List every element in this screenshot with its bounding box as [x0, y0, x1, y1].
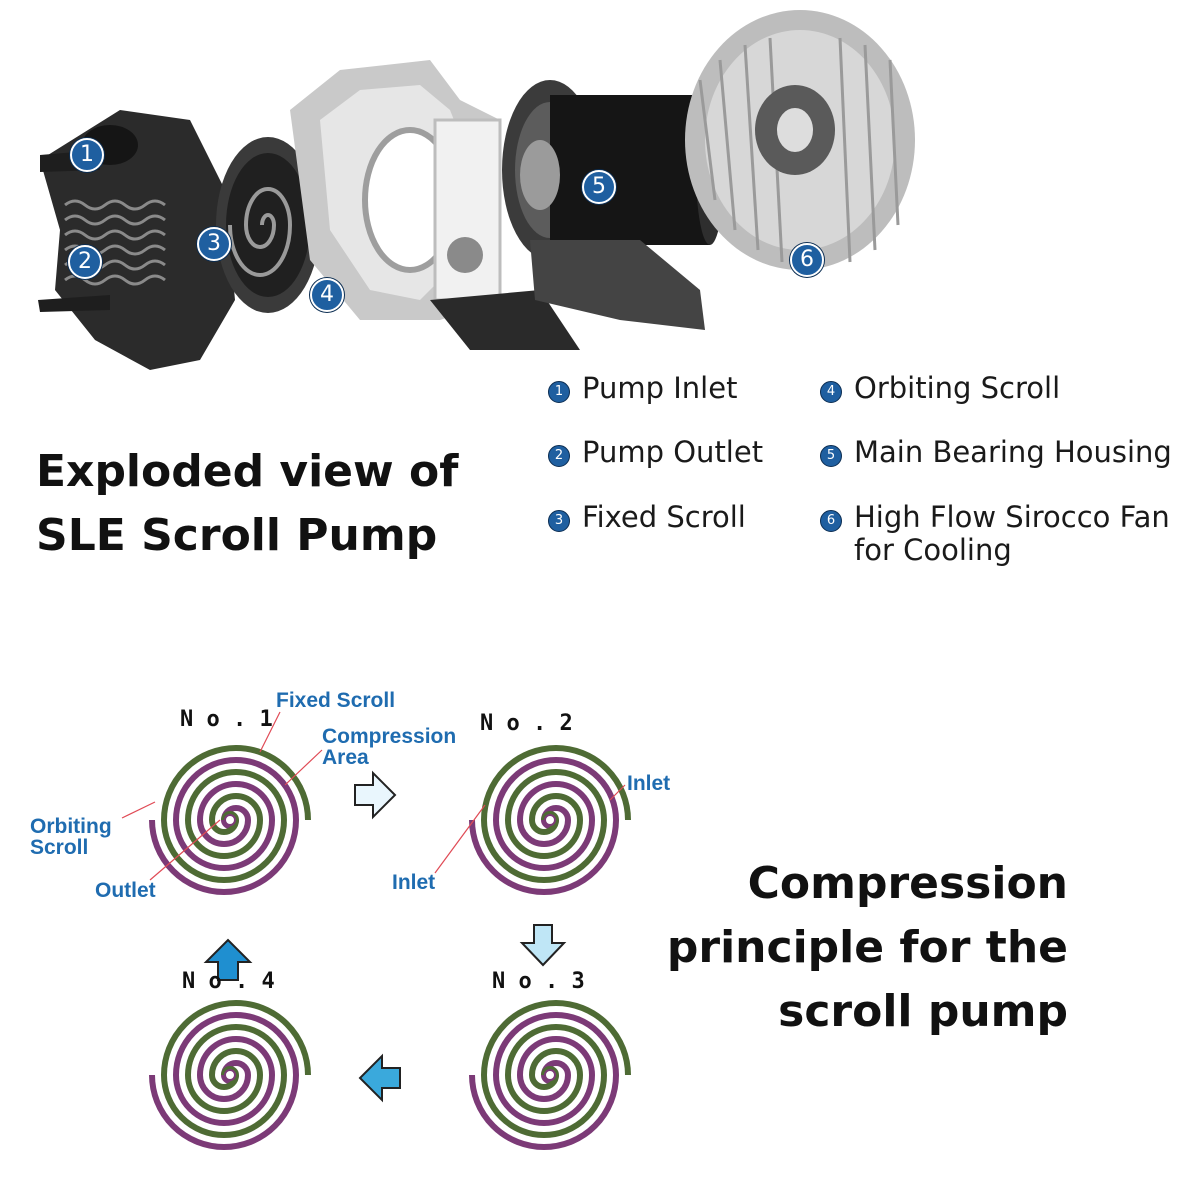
legend-label: Fixed Scroll	[582, 500, 746, 534]
legend-label: Pump Inlet	[582, 371, 738, 405]
legend-item-pump-outlet: 2 Pump Outlet	[548, 436, 763, 469]
compression-stages: N o . 1 N o . 2 N o . 3 N o . 4 Fixed Sc…	[30, 689, 670, 1175]
inlet-callout-left: Inlet	[392, 871, 435, 894]
legend-label: High Flow Sirocco Fan for Cooling	[854, 500, 1170, 567]
legend-label: Orbiting Scroll	[854, 371, 1061, 405]
marker-6: 6	[790, 243, 824, 277]
stage-1-label: N o . 1	[180, 707, 273, 732]
compression-principle-title: Compression principle for the scroll pum…	[666, 858, 1068, 1037]
stage-4-scroll	[152, 997, 308, 1153]
compression-diagram: N o . 1 N o . 2 N o . 3 N o . 4 Fixed Sc…	[30, 680, 690, 1175]
fixed-scroll-part	[216, 137, 320, 313]
marker-1: 1	[70, 138, 104, 172]
marker-2: 2	[68, 245, 102, 279]
inlet-callout-right: Inlet	[627, 772, 670, 795]
exploded-view-illustration: 1 2 3 4 5 6	[0, 0, 1200, 380]
outlet-callout: Outlet	[95, 879, 156, 902]
compression-area-line: Area	[322, 746, 369, 769]
legend-number-1: 1	[548, 381, 570, 403]
arrow-up-icon	[203, 938, 253, 981]
stage-4-label: N o . 4	[182, 969, 275, 994]
orbiting-scroll-callout: Orbiting Scroll	[30, 815, 118, 859]
arrow-down-icon	[519, 924, 567, 967]
compression-area-callout: Compression Area	[322, 725, 462, 769]
fixed-scroll-callout: Fixed Scroll	[276, 689, 395, 712]
legend-number-3: 3	[548, 510, 570, 532]
legend-item-pump-inlet: 1 Pump Inlet	[548, 372, 737, 405]
legend-item-main-bearing-housing: 5 Main Bearing Housing	[820, 436, 1172, 469]
sirocco-fan	[685, 10, 915, 270]
orbiting-scroll-line: Orbiting	[30, 815, 112, 838]
stage-3-scroll	[472, 997, 628, 1153]
pump-parts-drawing	[38, 10, 915, 370]
orbiting-scroll-line: Scroll	[30, 836, 88, 859]
marker-4: 4	[310, 278, 344, 312]
legend-number-5: 5	[820, 445, 842, 467]
legend-number-6: 6	[820, 510, 842, 532]
stage-3-label: N o . 3	[492, 969, 585, 994]
marker-3: 3	[197, 227, 231, 261]
legend-number-4: 4	[820, 381, 842, 403]
marker-5: 5	[582, 170, 616, 204]
legend-label: Pump Outlet	[582, 435, 764, 469]
stage-2-scroll	[472, 742, 628, 898]
legend-label: Main Bearing Housing	[854, 435, 1172, 469]
stage-1-scroll	[152, 742, 308, 898]
legend-number-2: 2	[548, 445, 570, 467]
legend-item-fixed-scroll: 3 Fixed Scroll	[548, 501, 746, 534]
arrow-right-icon	[354, 770, 397, 820]
legend-item-sirocco-fan: 6 High Flow Sirocco Fan for Cooling	[820, 501, 1170, 567]
compression-area-line: Compression	[322, 725, 456, 748]
legend-item-orbiting-scroll: 4 Orbiting Scroll	[820, 372, 1060, 405]
exploded-view-title: Exploded view of SLE Scroll Pump	[36, 446, 459, 561]
orbiting-scroll-housing	[290, 60, 580, 350]
arrow-left-icon	[358, 1053, 401, 1103]
stage-2-label: N o . 2	[480, 711, 573, 736]
